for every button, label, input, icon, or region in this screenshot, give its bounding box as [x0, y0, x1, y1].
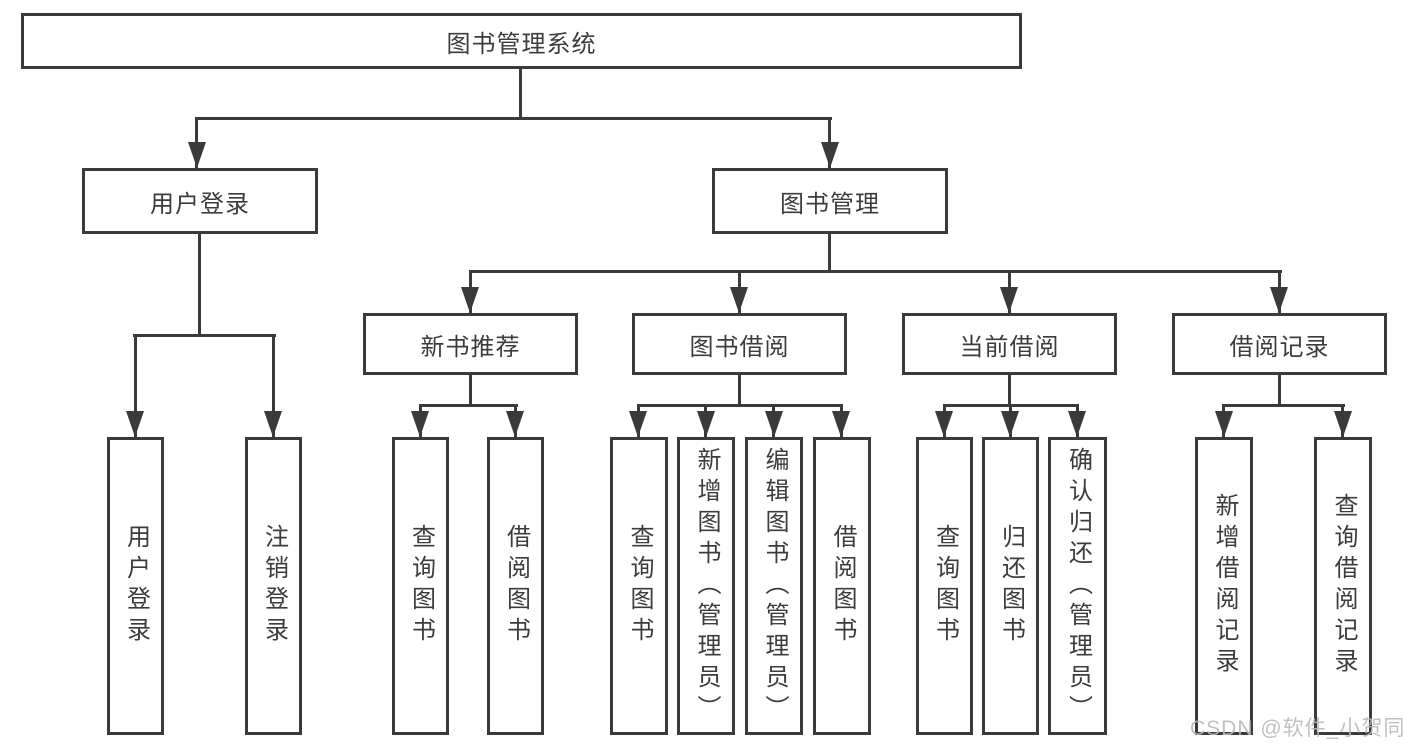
leaf-confirm-return-admin: 确认归还（管理员） — [1048, 437, 1107, 735]
edge-user-login-split — [133, 334, 276, 337]
node-user-login: 用户登录 — [82, 168, 318, 234]
arrowhead-to-leaf-add-borrow-record — [1215, 411, 1233, 437]
edge-new-book-recommendation-split — [419, 404, 518, 407]
leaf-query-borrow-record: 查询借阅记录 — [1314, 437, 1372, 735]
leaf-edit-books-admin: 编辑图书（管理员） — [745, 437, 803, 735]
leaf-logout: 注销登录 — [245, 437, 302, 735]
edge-current-borrowing-stem — [1008, 375, 1011, 407]
edge-root-stem — [519, 68, 522, 120]
arrowhead-to-leaf-confirm-return-admin — [1068, 411, 1086, 437]
arrowhead-to-book-borrowing — [730, 287, 748, 313]
node-borrowing-records: 借阅记录 — [1172, 313, 1387, 375]
leaf-add-books-admin: 新增图书（管理员） — [677, 437, 735, 735]
arrowhead-to-leaf-query-books-recommend — [411, 411, 429, 437]
arrowhead-to-leaf-borrow-books-borrowing — [832, 411, 850, 437]
edge-book-borrowing-split — [637, 404, 843, 407]
node-new-book-recommendation: 新书推荐 — [363, 313, 578, 375]
leaf-query-books-current: 查询图书 — [916, 437, 973, 735]
edge-new-book-recommendation-stem — [469, 375, 472, 407]
edge-root-split — [196, 117, 832, 120]
arrowhead-to-leaf-logout — [264, 411, 282, 437]
node-current-borrowing: 当前借阅 — [902, 313, 1117, 375]
arrowhead-to-leaf-edit-books-admin — [765, 411, 783, 437]
edge-borrowing-records-stem — [1278, 375, 1281, 407]
leaf-add-borrow-record: 新增借阅记录 — [1195, 437, 1253, 735]
node-book-management: 图书管理 — [712, 168, 948, 234]
leaf-query-books-recommend: 查询图书 — [392, 437, 449, 735]
edge-book-management-split — [469, 270, 1282, 273]
arrowhead-to-leaf-user-login — [126, 411, 144, 437]
arrowhead-to-borrowing-records — [1270, 287, 1288, 313]
edge-user-login-stem — [198, 233, 201, 337]
leaf-borrow-books-borrowing: 借阅图书 — [813, 437, 871, 735]
arrowhead-to-book-management — [821, 142, 839, 168]
arrowhead-to-leaf-return-books — [1001, 411, 1019, 437]
csdn-watermark: CSDN @软件_小贺同学 — [1190, 717, 1405, 740]
edge-book-management-stem — [828, 233, 831, 273]
arrowhead-to-user-login — [188, 142, 206, 168]
leaf-query-books-borrowing: 查询图书 — [610, 437, 668, 735]
arrowhead-to-current-borrowing — [1000, 287, 1018, 313]
edge-book-borrowing-stem — [738, 375, 741, 407]
node-library-management-system: 图书管理系统 — [21, 13, 1022, 69]
arrowhead-to-leaf-add-books-admin — [697, 411, 715, 437]
node-book-borrowing: 图书借阅 — [632, 313, 847, 375]
arrowhead-to-leaf-query-books-borrowing — [629, 411, 647, 437]
leaf-user-login: 用户登录 — [107, 437, 164, 735]
edge-to-leaf-logout — [272, 334, 275, 437]
leaf-return-books: 归还图书 — [982, 437, 1039, 735]
arrowhead-to-new-book-recommendation — [461, 287, 479, 313]
leaf-borrow-books-recommend: 借阅图书 — [487, 437, 544, 735]
arrowhead-to-leaf-query-books-current — [935, 411, 953, 437]
arrowhead-to-leaf-query-borrow-record — [1334, 411, 1352, 437]
arrowhead-to-leaf-borrow-books-recommend — [506, 411, 524, 437]
edge-to-leaf-user-login — [134, 334, 137, 437]
edge-borrowing-records-split — [1223, 404, 1345, 407]
